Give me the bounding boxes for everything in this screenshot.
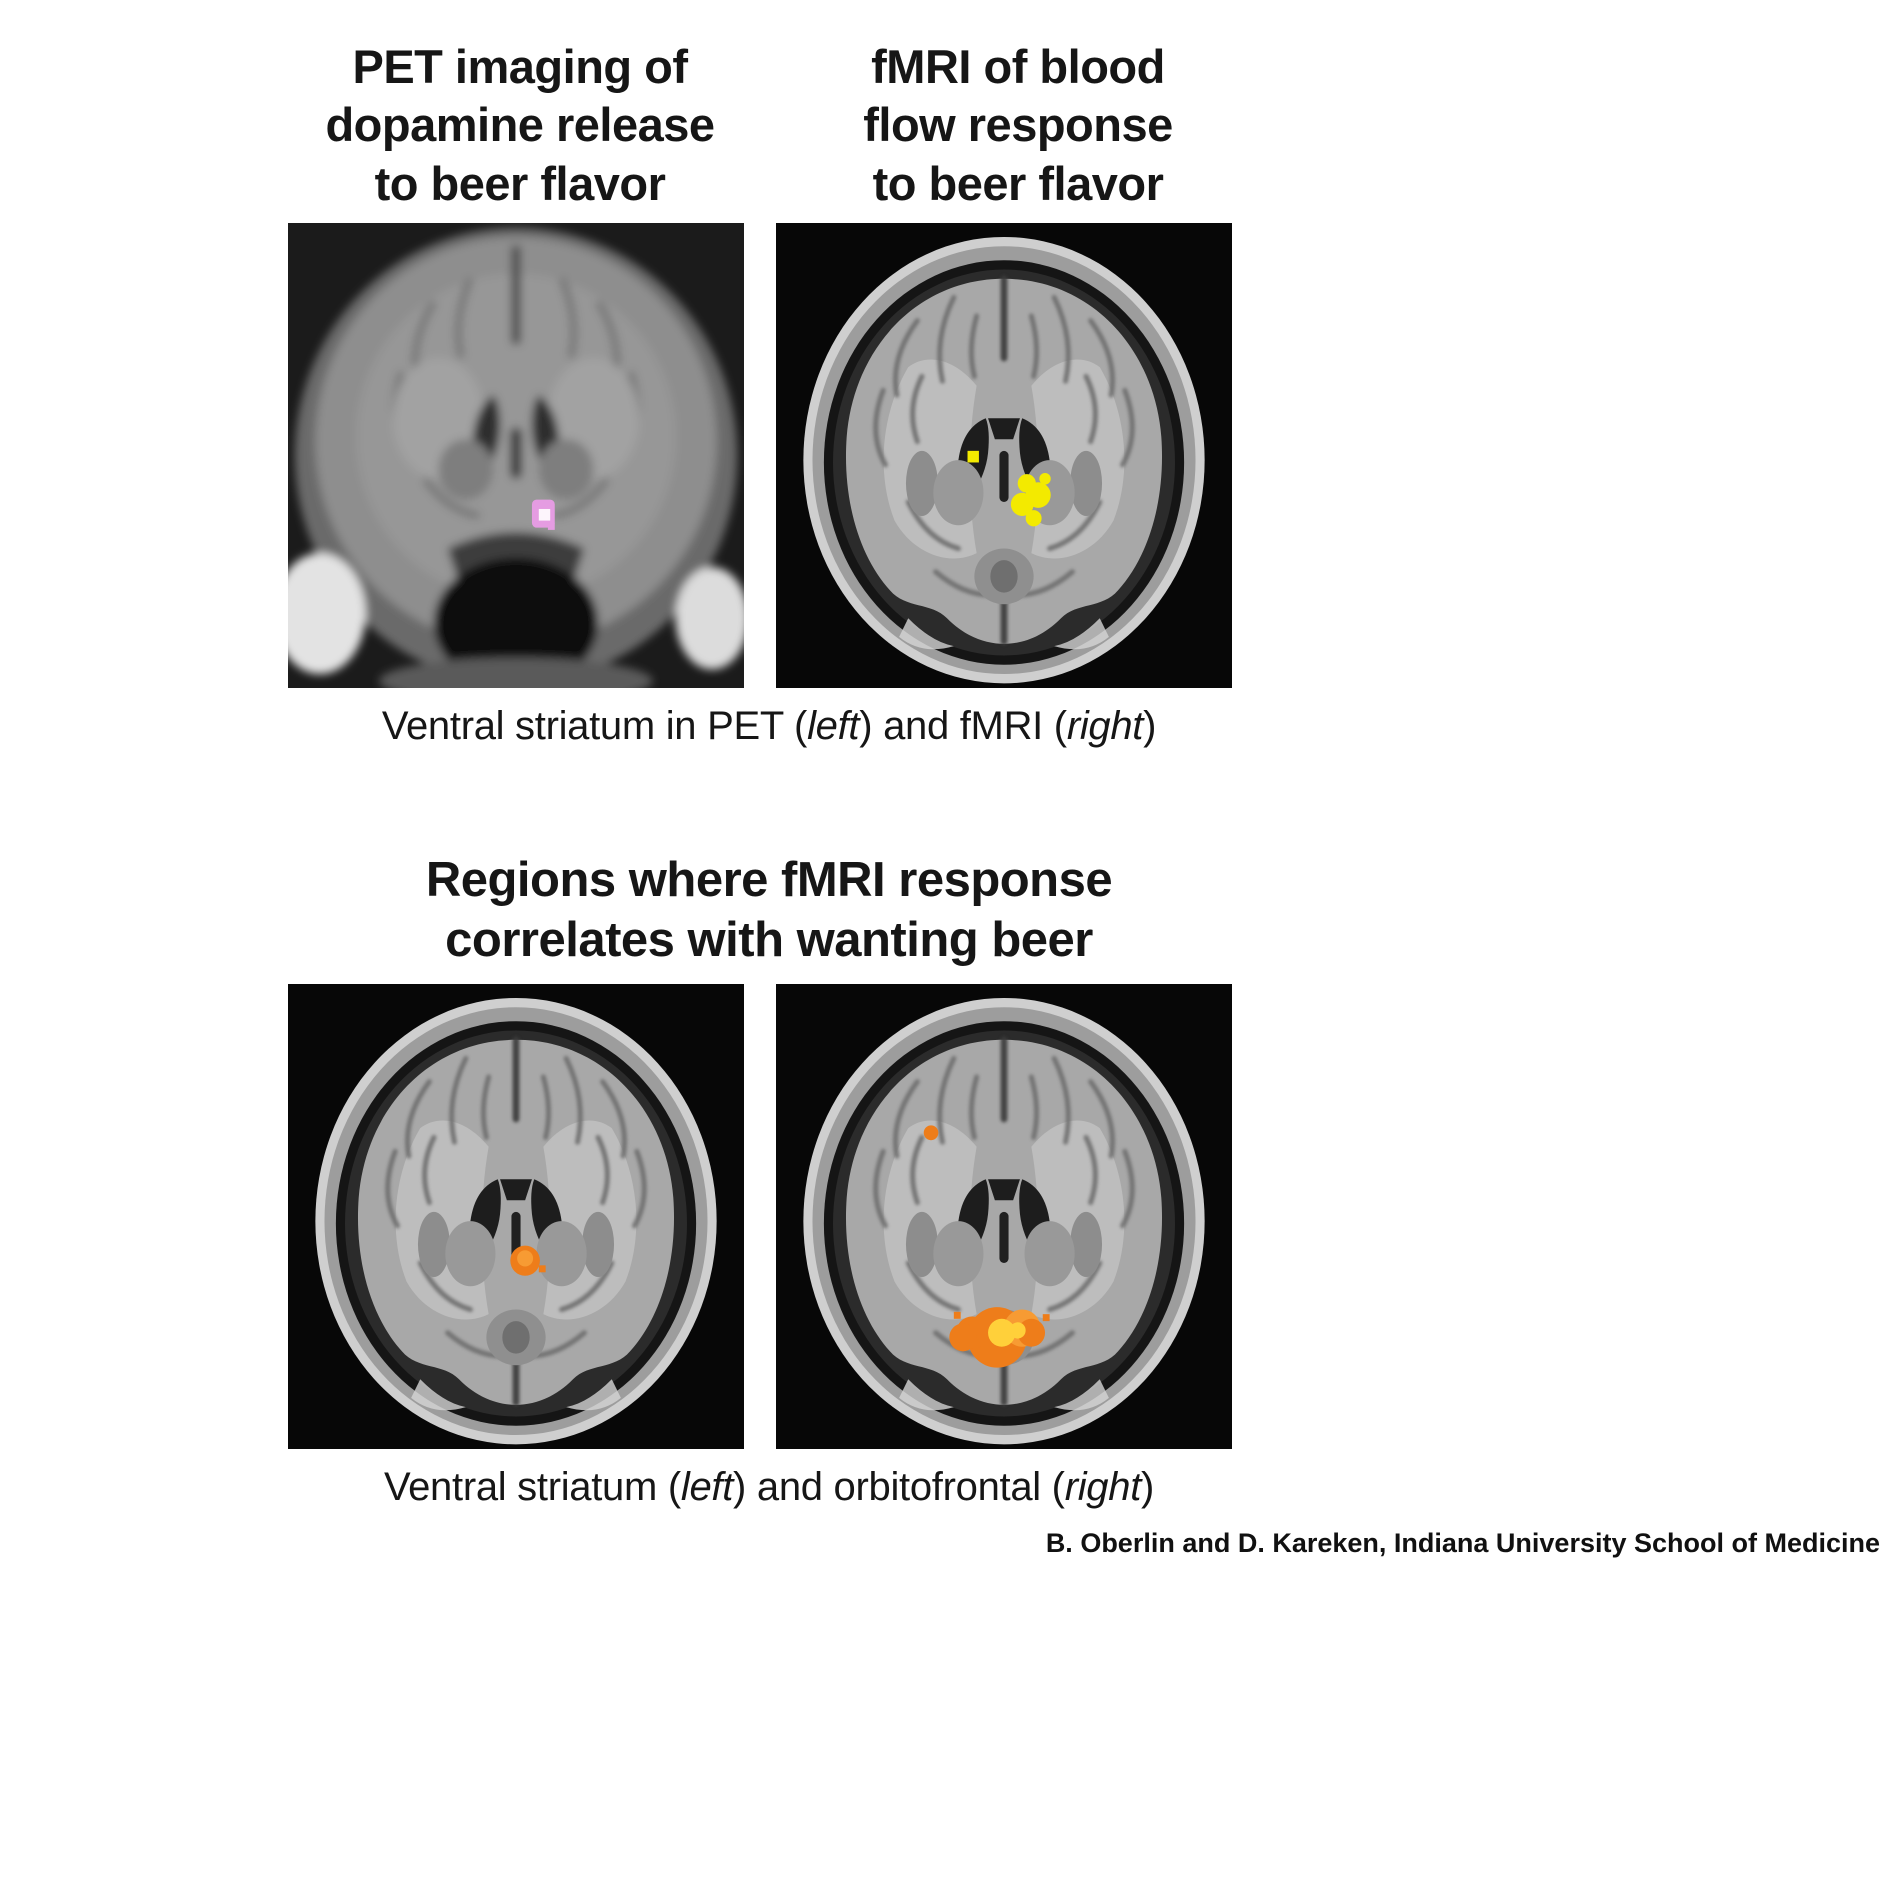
caption-top-text-3: ) bbox=[1143, 703, 1157, 748]
caption-bottom-text-3: ) bbox=[1141, 1465, 1155, 1510]
caption-top: Ventral striatum in PET (left) and fMRI … bbox=[288, 704, 1250, 749]
caption-top-text-2: ) and fMRI ( bbox=[859, 703, 1067, 748]
bottom-scans-row bbox=[288, 984, 1250, 1450]
credit-line: B. Oberlin and D. Kareken, Indiana Unive… bbox=[1045, 1528, 1880, 1558]
scan-correlation-orbitofrontal bbox=[776, 984, 1232, 1450]
title-pet: PET imaging of dopamine release to beer … bbox=[325, 40, 715, 210]
top-titles-row: PET imaging of dopamine release to beer … bbox=[288, 38, 1250, 213]
caption-top-italic-left: left bbox=[807, 703, 860, 748]
top-scans-row bbox=[288, 222, 1250, 688]
scan-fmri-bloodflow bbox=[776, 222, 1232, 688]
title-fmri: fMRI of blood flow response to beer flav… bbox=[863, 40, 1173, 210]
caption-top-italic-right: right bbox=[1066, 703, 1144, 748]
caption-bottom-text-1: Ventral striatum ( bbox=[383, 1465, 681, 1510]
activation-pet-ventral-striatum bbox=[531, 499, 555, 530]
caption-top-text-1: Ventral striatum in PET ( bbox=[381, 703, 808, 748]
caption-bottom-italic-left: left bbox=[680, 1465, 734, 1510]
caption-bottom-italic-right: right bbox=[1064, 1465, 1142, 1510]
activation-corr-ventral-striatum bbox=[510, 1245, 546, 1277]
scan-pet-dopamine bbox=[288, 222, 744, 688]
scan-correlation-ventral-striatum bbox=[288, 984, 744, 1450]
caption-bottom-text-2: ) and orbitofrontal ( bbox=[733, 1465, 1065, 1510]
activation-corr-orbitofrontal bbox=[923, 1125, 1050, 1368]
activation-fmri-ventral-striatum bbox=[967, 450, 1051, 527]
title-correlation-section: Regions where fMRI response correlates w… bbox=[425, 852, 1113, 967]
caption-bottom: Ventral striatum (left) and orbitofronta… bbox=[288, 1465, 1250, 1510]
figure-root: PET imaging of dopamine release to beer … bbox=[288, 38, 1250, 1510]
